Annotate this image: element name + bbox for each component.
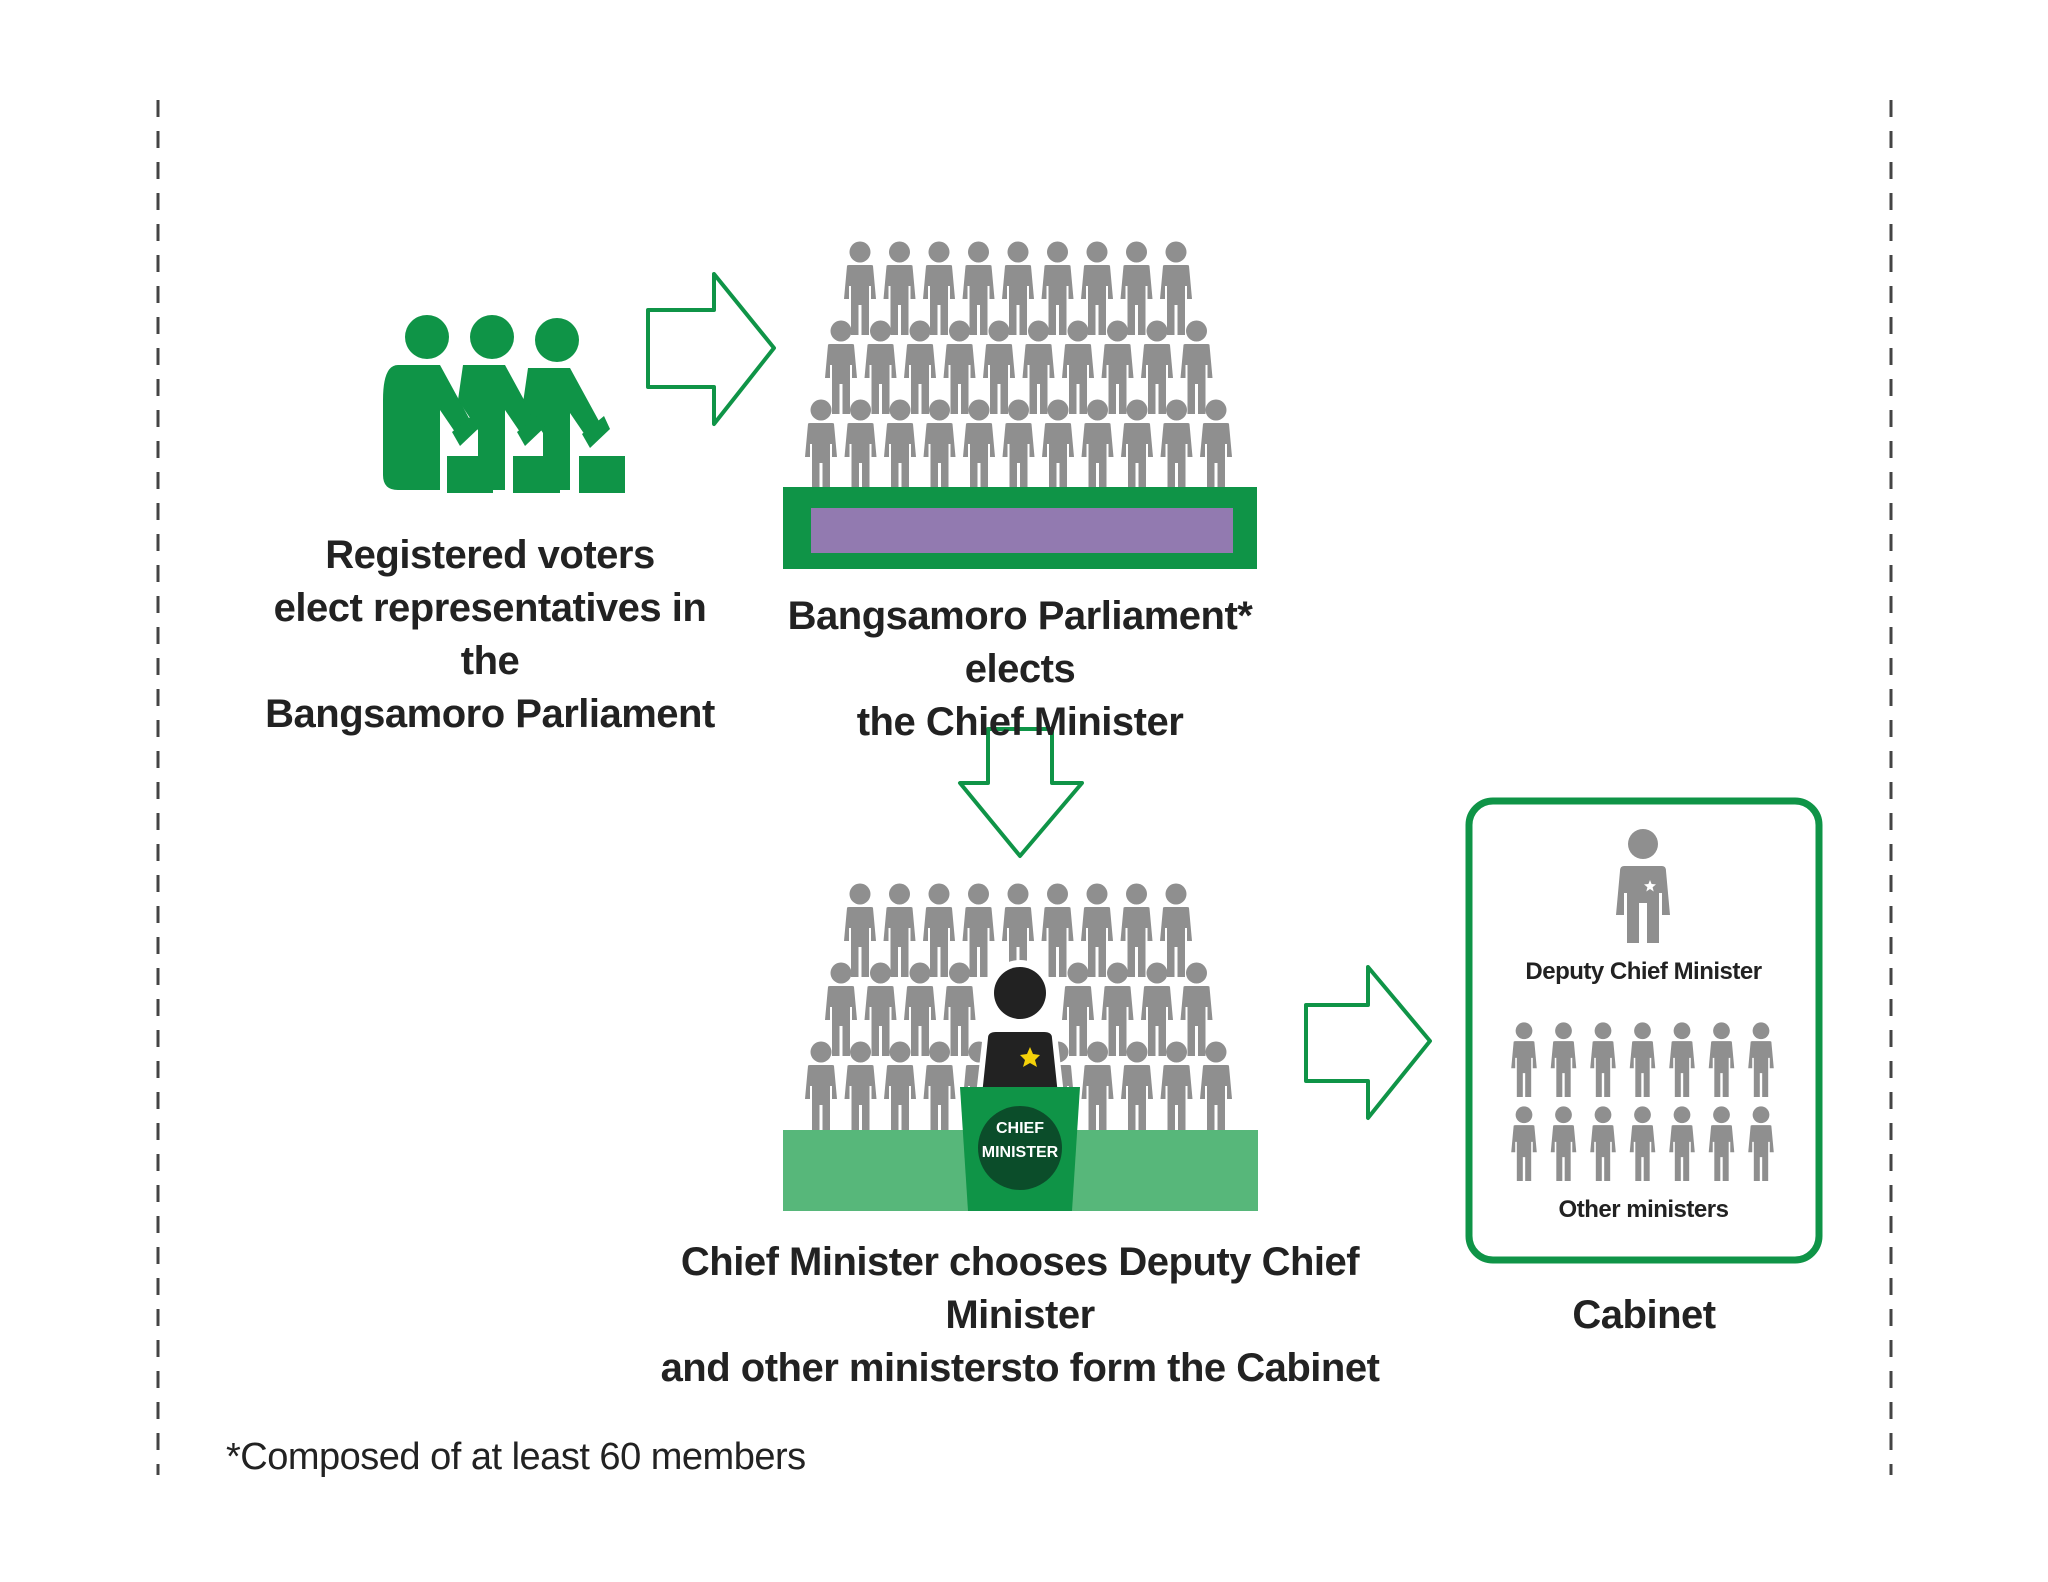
cabinet-title: Cabinet [1572,1293,1716,1337]
podium-label-line1: CHIEF [996,1120,1044,1137]
person-figure [1629,1022,1656,1097]
deputy-chief-minister-icon [1616,829,1670,943]
voters-casting-ballots-icon [383,315,625,493]
voters-caption-line1: Registered voters [325,533,655,577]
person-figure [1120,883,1153,977]
person-figure [883,883,916,977]
person-figure [844,241,876,335]
parliament-bench [783,487,1257,569]
person-figure [1511,1022,1537,1097]
parliament-crowd-icon [805,241,1232,493]
person-figure [1748,1106,1774,1181]
chief-minister-at-podium-icon: CHIEF MINISTER [960,960,1080,1211]
person-figure [1669,1106,1695,1181]
person-figure [1081,883,1113,977]
person-figure [1708,1022,1735,1097]
person-figure [1002,241,1034,335]
person-figure [1669,1022,1695,1097]
arrow-down-outline-icon [958,727,1084,858]
person-figure [1160,241,1192,335]
podium-label-line2: MINISTER [982,1144,1059,1161]
other-ministers-group-icon [1511,1022,1774,1181]
person-figure [962,883,995,977]
deputy-chief-minister-label: Deputy Chief Minister [1525,958,1762,985]
person-figure [923,241,955,335]
person-figure [883,241,916,335]
parliament-caption-line2: the Chief Minister [856,700,1184,744]
person-figure [1550,1106,1577,1181]
cabinet-box [1465,797,1823,1264]
parliament-caption: Bangsamoro Parliament* elects the Chief … [740,590,1300,749]
person-figure [1180,320,1213,414]
person-figure [962,241,995,335]
parliament-caption-line1: Bangsamoro Parliament* elects [787,594,1253,691]
voters-caption-line3: Bangsamoro Parliament [265,692,715,736]
other-ministers-label: Other ministers [1558,1196,1729,1223]
person-figure [1629,1106,1656,1181]
voters-caption: Registered voters elect representatives … [250,529,730,741]
person-figure [1041,241,1074,335]
person-figure [1550,1022,1577,1097]
arrow-right-outline-icon [1304,965,1432,1120]
chief-minister-caption-line2: and other ministersto form the Cabinet [660,1346,1380,1390]
person-figure [1081,241,1113,335]
person-figure [1120,241,1153,335]
person-figure [923,883,955,977]
footnote: *Composed of at least 60 members [226,1436,806,1478]
arrow-right-outline-icon [646,272,776,426]
person-figure [1590,1022,1616,1097]
person-figure [1748,1022,1774,1097]
chief-minister-caption: Chief Minister chooses Deputy Chief Mini… [640,1236,1400,1395]
person-figure [1160,883,1192,977]
voters-caption-line2: elect representatives in the [273,586,707,683]
person-figure [1511,1106,1537,1181]
person-figure [1180,962,1213,1056]
person-figure [844,883,876,977]
person-figure [1041,883,1074,977]
person-figure [1708,1106,1735,1181]
chief-minister-caption-line1: Chief Minister chooses Deputy Chief Mini… [680,1240,1360,1337]
person-figure [1590,1106,1616,1181]
